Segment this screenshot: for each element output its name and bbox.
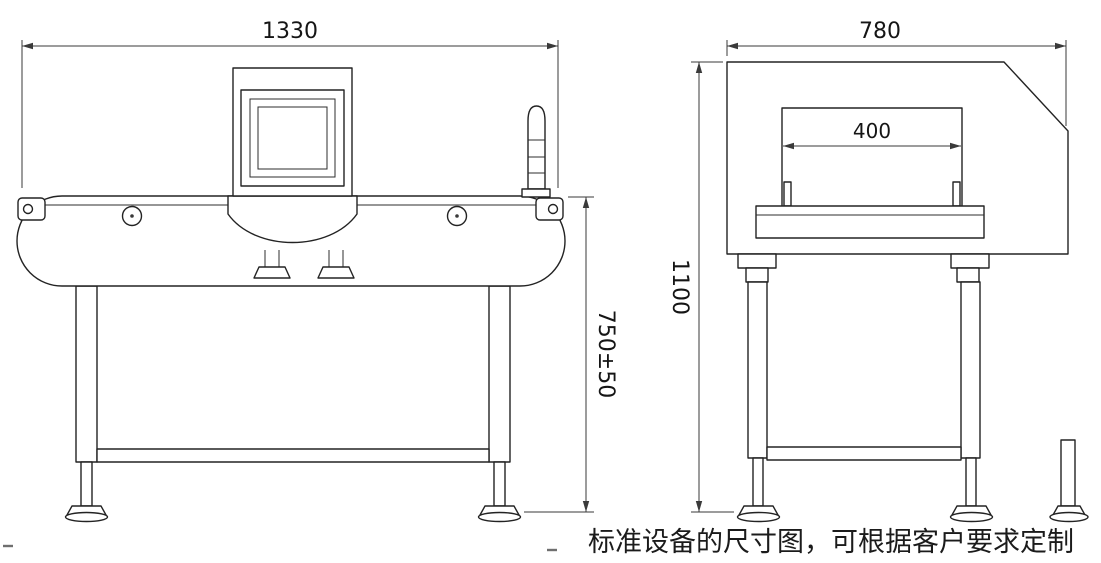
dim-label-front-height: 750±50 xyxy=(593,310,618,398)
dim-label-side-width: 780 xyxy=(859,19,901,44)
screen-bezel-inner xyxy=(249,98,336,178)
tower-light-base xyxy=(521,188,551,198)
left-leg-inner-tube xyxy=(80,461,93,507)
cross-brace xyxy=(766,446,962,461)
caption-text: 标准设备的尺寸图，可根据客户要求定制 xyxy=(588,527,1074,558)
belt-frame xyxy=(755,205,985,239)
left-foot-pad xyxy=(64,511,109,523)
left-leg xyxy=(747,281,768,459)
right-leg-inner-tube xyxy=(965,457,977,507)
right-end-bolt xyxy=(547,203,559,215)
dimension-front-height: 750±50 xyxy=(524,196,618,513)
right-foot-pad xyxy=(477,511,522,523)
right-foot-pad xyxy=(949,511,994,523)
stand-legs-side xyxy=(736,281,1089,523)
screen-bezel-outer xyxy=(240,89,345,187)
right-leg xyxy=(960,281,981,459)
belt-guide-rail xyxy=(952,181,961,207)
right-leg-inner-tube xyxy=(493,461,506,507)
dimension-aperture-width: 400 xyxy=(783,119,961,150)
side-leg-brackets xyxy=(737,253,990,283)
bracket xyxy=(950,253,990,269)
tower-light-body xyxy=(527,105,546,190)
arrowhead xyxy=(582,501,590,512)
dimension-side-width: 780 xyxy=(726,19,1067,126)
belt-guide-rail xyxy=(783,181,792,207)
arrowhead xyxy=(783,142,794,150)
left-foot-pad xyxy=(736,511,781,523)
rear-leg-tube xyxy=(1060,439,1076,507)
dim-label-side-height: 1100 xyxy=(667,259,692,315)
detector-foot xyxy=(317,266,355,279)
right-leg xyxy=(488,285,511,463)
screen-display xyxy=(257,106,328,170)
arrowhead xyxy=(727,42,738,50)
bracket xyxy=(745,267,769,283)
side-belt-assembly xyxy=(755,181,985,239)
bracket xyxy=(737,253,777,269)
front-view-drawing: 1330 750±50 xyxy=(16,19,618,523)
side-view-drawing: 400 xyxy=(667,19,1089,523)
dim-label-aperture-width: 400 xyxy=(853,119,891,143)
arrowhead xyxy=(950,142,961,150)
detector-shroud xyxy=(227,195,358,279)
left-leg xyxy=(75,285,98,463)
bracket xyxy=(956,267,980,283)
signal-tower-light xyxy=(521,105,551,198)
detector-head xyxy=(232,67,353,197)
dim-label-front-width: 1330 xyxy=(262,19,318,44)
stand-legs-front xyxy=(64,285,522,523)
dimension-side-height: 1100 xyxy=(667,61,734,513)
arrowhead xyxy=(695,501,703,512)
right-roller-axle xyxy=(455,214,459,218)
cross-brace xyxy=(96,448,490,463)
arrowhead xyxy=(1055,42,1066,50)
dimension-front-width: 1330 xyxy=(21,19,559,188)
detector-foot xyxy=(253,266,291,279)
arrowhead xyxy=(547,42,558,50)
rear-foot-pad xyxy=(1049,511,1089,523)
left-leg-inner-tube xyxy=(752,457,764,507)
shroud-arch xyxy=(227,195,358,244)
left-end-bolt xyxy=(22,203,34,215)
arrowhead xyxy=(695,62,703,73)
arrowhead xyxy=(22,42,33,50)
arrowhead xyxy=(582,197,590,208)
left-roller-axle xyxy=(130,214,134,218)
